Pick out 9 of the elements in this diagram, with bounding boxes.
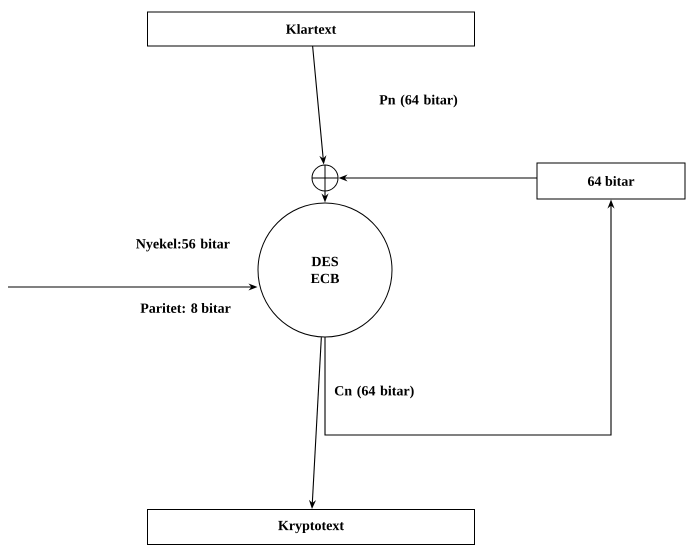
edge-label: Nyekel:56 bitar: [136, 238, 230, 252]
edge-label: Pn (64 bitar): [379, 94, 458, 108]
text-label: Paritet: 8 bitar: [140, 303, 230, 313]
circle-node: DES ECB: [258, 202, 392, 338]
text-box: 64 bitar: [536, 162, 686, 200]
edge-label: Cn (64 bitar): [334, 386, 414, 398]
text-box: Klartext: [147, 12, 475, 46]
text-box: Kryptotext: [147, 509, 475, 545]
xor-symbol: [312, 164, 338, 192]
